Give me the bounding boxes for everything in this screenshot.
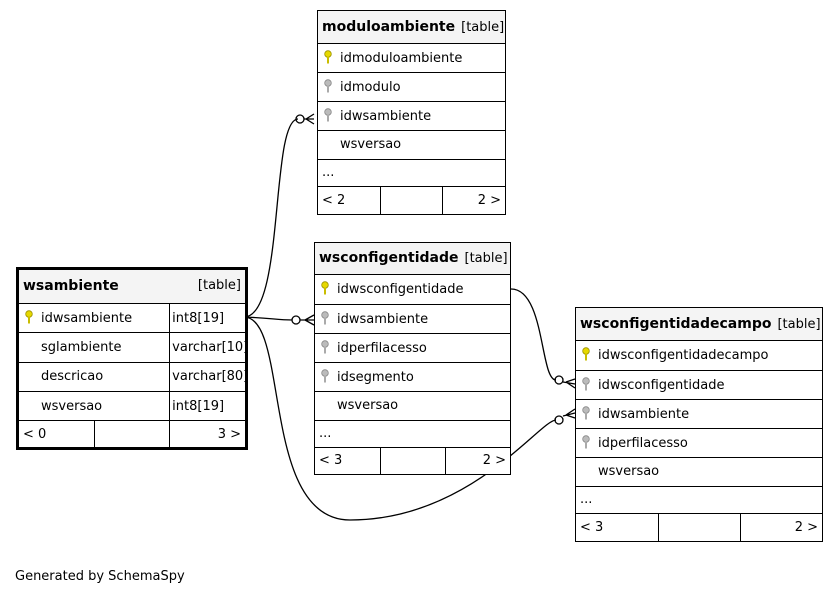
column-row[interactable]: idperfilacesso	[315, 332, 510, 363]
optional-marker-wsconfigentidade	[291, 315, 301, 325]
nav-right[interactable]: 2 >	[444, 446, 510, 474]
foreign-key-icon	[582, 405, 590, 419]
table-name: wsconfigentidade	[319, 250, 459, 267]
table-wsambiente[interactable]: wsambiente[table] idwsambiente int8[19] …	[16, 267, 248, 450]
table-moduloambiente[interactable]: moduloambiente [table] idmoduloambiente i…	[317, 10, 506, 215]
column-row[interactable]: sglambiente	[19, 332, 171, 363]
column-row[interactable]: descricao	[19, 361, 171, 392]
column-name: wsversao	[598, 464, 660, 479]
nav-right[interactable]: 2 >	[739, 512, 822, 541]
table-header: moduloambiente [table]	[318, 11, 505, 44]
table-name: wsambiente	[23, 278, 119, 295]
table-name: moduloambiente	[322, 18, 456, 35]
column-row[interactable]: wsversao	[576, 456, 822, 487]
nav-middle	[93, 420, 171, 447]
column-name: wsversao	[337, 398, 399, 413]
primary-key-icon	[324, 49, 332, 63]
nav-middle	[379, 185, 444, 214]
column-name: idwsambiente	[41, 311, 133, 327]
ellipsis-row: ...	[318, 158, 505, 187]
table-wsconfigentidade[interactable]: wsconfigentidade [table] idwsconfigentida…	[314, 242, 511, 475]
column-datatype: int8[19]	[169, 302, 245, 334]
column-row[interactable]: idsegmento	[315, 361, 510, 392]
column-row[interactable]: wsversao	[318, 129, 505, 160]
nav-left[interactable]: < 3	[576, 512, 659, 541]
primary-key-icon	[321, 281, 329, 295]
crowfoot-campo-ambiente	[562, 408, 576, 419]
column-name: idwsconfigentidade	[598, 377, 725, 393]
table-type: [table]	[197, 278, 241, 294]
column-row[interactable]: idwsambiente	[318, 100, 505, 131]
column-name: idmoduloambiente	[340, 50, 463, 66]
foreign-key-icon	[321, 368, 329, 382]
nav-left[interactable]: < 0	[19, 420, 95, 447]
column-name: wsversao	[340, 137, 402, 152]
nav-left[interactable]: < 2	[318, 185, 381, 214]
column-name: idsegmento	[337, 369, 414, 385]
foreign-key-icon	[321, 310, 329, 324]
ellipsis-row: ...	[315, 419, 510, 448]
column-name: sglambiente	[41, 339, 122, 355]
footer-credit: Generated by SchemaSpy	[15, 569, 185, 584]
column-name: idwsambiente	[340, 108, 432, 124]
table-header: wsconfigentidadecampo [table]	[576, 308, 822, 341]
column-row[interactable]: idwsambiente	[576, 398, 822, 429]
table-type: [table]	[464, 251, 508, 267]
foreign-key-icon	[324, 78, 332, 92]
column-datatype: varchar[80]	[169, 361, 245, 392]
crowfoot-moduloambiente	[304, 113, 315, 125]
column-row[interactable]: idmoduloambiente	[318, 42, 505, 73]
column-row[interactable]: idwsconfigentidade	[315, 273, 510, 305]
relation-wsambiente-wsconfigentidade	[243, 316, 293, 321]
nav-right[interactable]: 2 >	[442, 185, 505, 214]
nav-right[interactable]: 3 >	[169, 420, 245, 447]
table-type: [table]	[777, 316, 821, 332]
column-row[interactable]: idperfilacesso	[576, 427, 822, 458]
column-row[interactable]: idwsambiente	[19, 302, 171, 334]
table-header: wsambiente [table]	[19, 270, 245, 304]
table-type: [table]	[461, 19, 505, 35]
nav-middle	[657, 512, 741, 541]
column-row[interactable]: idwsconfigentidade	[576, 369, 822, 400]
column-name: idmodulo	[340, 79, 401, 95]
column-name: idwsconfigentidadecampo	[598, 348, 769, 363]
table-wsconfigentidadecampo[interactable]: wsconfigentidadecampo [table] idwsconfige…	[575, 307, 823, 542]
primary-key-icon	[582, 347, 590, 361]
foreign-key-icon	[321, 339, 329, 353]
crowfoot-campo-entidade	[562, 378, 576, 389]
relation-wsambiente-wsconfigentidadecampo	[243, 316, 557, 521]
column-name: idwsconfigentidade	[337, 282, 464, 297]
nav-left[interactable]: < 3	[315, 446, 381, 474]
column-row[interactable]: idwsambiente	[315, 303, 510, 334]
optional-marker-campo-entidade	[554, 375, 564, 385]
foreign-key-icon	[582, 376, 590, 390]
column-row[interactable]: idmodulo	[318, 71, 505, 102]
primary-key-icon	[25, 310, 33, 324]
foreign-key-icon	[582, 434, 590, 448]
column-datatype: varchar[10]	[169, 332, 245, 363]
column-row[interactable]: wsversao	[315, 390, 510, 421]
column-row[interactable]: idwsconfigentidadecampo	[576, 339, 822, 371]
column-row[interactable]: wsversao	[19, 390, 171, 422]
table-header: wsconfigentidade [table]	[315, 243, 510, 275]
column-name: idwsambiente	[598, 406, 690, 422]
column-name: idwsambiente	[337, 311, 429, 327]
column-name: idperfilacesso	[337, 340, 427, 356]
nav-middle	[379, 446, 446, 474]
table-name: wsconfigentidadecampo	[580, 315, 772, 332]
column-datatype: int8[19]	[169, 390, 245, 422]
optional-marker-campo-ambiente	[554, 415, 564, 425]
foreign-key-icon	[324, 107, 332, 121]
relation-wsambiente-moduloambiente	[243, 118, 299, 318]
crowfoot-wsconfigentidade	[300, 314, 315, 326]
column-name: idperfilacesso	[598, 435, 688, 451]
ellipsis-row: ...	[576, 485, 822, 514]
column-name: wsversao	[41, 398, 103, 414]
relation-wsconfigentidade-wsconfigentidadecampo	[510, 288, 557, 381]
column-name: descricao	[41, 369, 104, 385]
